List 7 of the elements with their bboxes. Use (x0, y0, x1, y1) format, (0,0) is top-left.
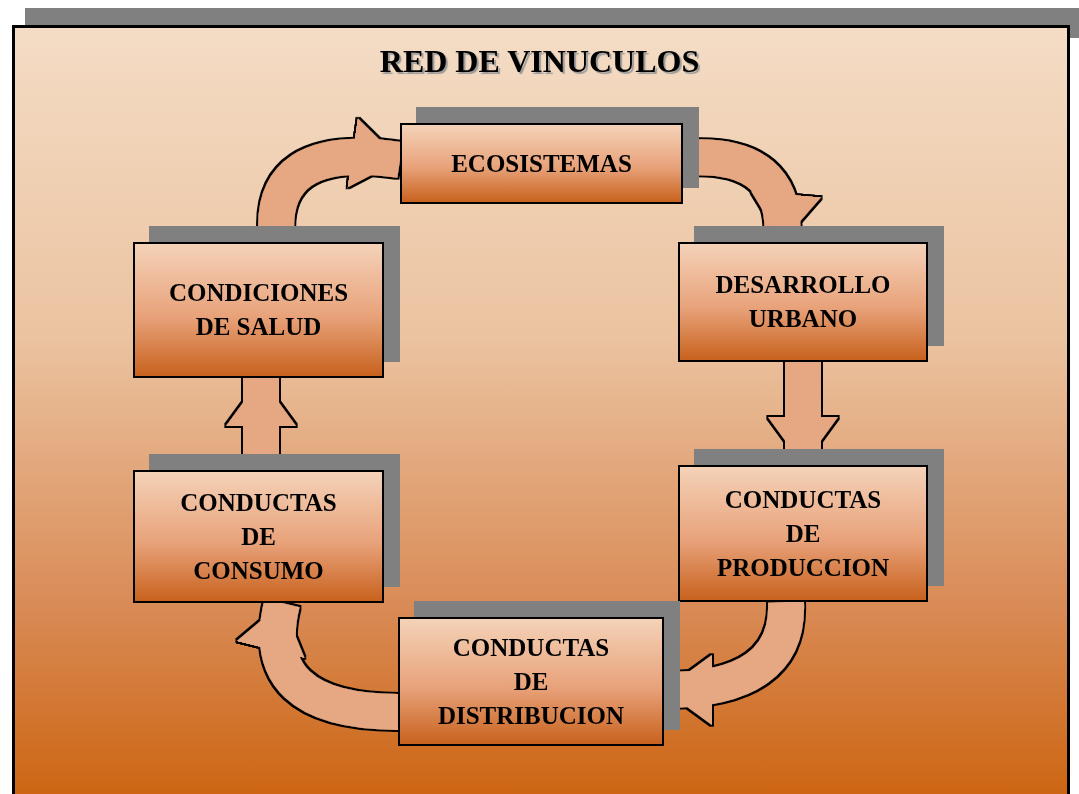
diagram-title: RED DE VINUCULOS (378, 43, 701, 80)
box-label: CONDUCTAS DE DISTRIBUCION (437, 632, 625, 731)
box-label: ECOSISTEMAS (451, 148, 632, 179)
box-label: CONDICIONES DE SALUD (168, 278, 349, 342)
box-label: DESARROLLO URBANO (715, 270, 891, 334)
box-label: CONDUCTAS DE CONSUMO (180, 487, 337, 586)
box-label: CONDUCTAS DE PRODUCCION (716, 484, 890, 583)
